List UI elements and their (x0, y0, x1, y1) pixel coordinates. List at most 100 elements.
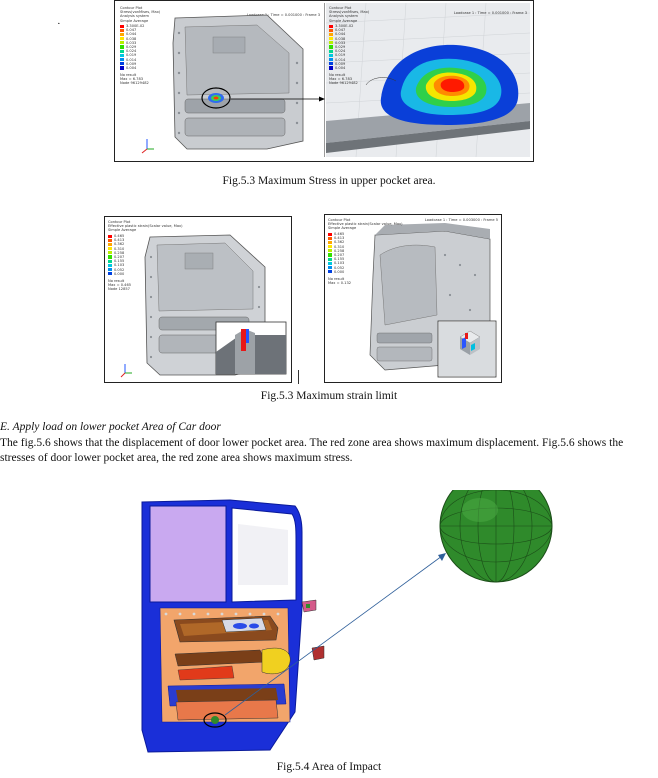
legend-swatch (328, 253, 332, 257)
section-paragraph: The fig.5.6 shows that the displacement … (0, 437, 624, 464)
legend-entry: 0.029 (329, 45, 353, 49)
legend-value: 0.258 (334, 248, 345, 253)
callout-arrow (231, 96, 325, 102)
legend-swatch (329, 49, 333, 53)
strain-zoom-render (325, 215, 501, 382)
legend-entry: 0.014 (329, 58, 353, 62)
legend-value: 0.465 (114, 234, 125, 238)
legend-entry: 0.004 (329, 66, 353, 70)
legend-value: 0.019 (335, 53, 346, 58)
figure-caption: Fig.5.4 Area of Impact (276, 761, 382, 773)
legend-entry: 0.258 (328, 249, 344, 253)
legend-entry: 0.310 (328, 245, 344, 249)
legend-swatch (328, 245, 332, 249)
legend-swatch (328, 240, 332, 245)
legend-value: 0.044 (126, 32, 137, 37)
legend-swatch (108, 263, 112, 267)
legend-value: 3.300E-02 (126, 24, 145, 28)
legend-entry: 3.300E-02 (120, 24, 144, 28)
legend-value: 0.004 (335, 65, 346, 70)
legend-entry: 0.052 (328, 266, 344, 270)
stress-panel-left: Contour Plot Stress(vonMises, Max) Analy… (117, 3, 325, 157)
panel-header: Contour Plot Stress(vonMises, Max) Analy… (329, 6, 370, 23)
section-heading: E. Apply load on lower pocket Area of Ca… (0, 421, 221, 433)
legend-value: 0.155 (334, 257, 345, 262)
legend-value: 0.047 (126, 28, 137, 33)
legend-entry: 0.038 (120, 37, 144, 41)
legend-swatch (329, 62, 333, 66)
legend-swatch (329, 28, 333, 32)
figure-caption: Fig.5.3 Maximum Stress in upper pocket a… (222, 175, 436, 187)
legend-swatch (108, 259, 112, 263)
legend-swatch (120, 49, 124, 53)
stress-panel-right-zoom: Contour Plot Stress(vonMises, Max) Analy… (326, 3, 530, 157)
legend-value: 0.103 (334, 261, 345, 266)
panel-loadcase: Loadcase 1 : Time = 0.003000 : Frame 5 (424, 218, 498, 222)
door-inner-panel-render (141, 14, 304, 154)
legend-entry: 0.047 (120, 28, 144, 32)
legend-swatch (328, 236, 332, 240)
legend-entry: 0.207 (328, 253, 344, 257)
legend-swatch (329, 45, 333, 49)
legend-summary: No result Max = 6.783 Node 96129482 (329, 73, 358, 86)
legend-entry: 0.362 (328, 240, 344, 244)
legend-value: 0.362 (334, 240, 345, 245)
legend-value: 0.310 (334, 244, 345, 249)
legend-swatch (120, 66, 124, 70)
stray-mark: · (57, 18, 61, 30)
legend-entry: 0.029 (120, 45, 144, 49)
legend-entry: 0.024 (120, 49, 144, 53)
legend-swatch (120, 58, 124, 62)
legend-swatch (328, 249, 332, 253)
legend-value: 0.000 (114, 271, 125, 276)
legend-swatch (120, 62, 124, 66)
legend-swatch (329, 37, 333, 41)
legend-value: 0.207 (114, 254, 125, 259)
legend-swatch (328, 257, 332, 261)
legend-swatch (108, 251, 112, 255)
legend-value: 0.413 (114, 238, 125, 243)
legend-value: 0.000 (334, 269, 345, 274)
figure-5-4-impact (141, 490, 553, 753)
legend-summary: No result Max = 6.783 Node 96129482 (120, 73, 149, 86)
legend-value: 0.038 (126, 36, 137, 41)
panel-header: Contour Plot Effective plastic strain(Sc… (328, 218, 403, 231)
legend-swatch (329, 58, 333, 62)
legend-swatch (328, 232, 332, 236)
legend-value: 0.038 (335, 36, 346, 41)
figure-caption: Fig.5.3 Maximum strain limit (260, 390, 398, 402)
legend-entry: 0.038 (329, 37, 353, 41)
panel-header: Contour Plot Effective plastic strain(Sc… (108, 220, 183, 233)
legend-entry: 0.014 (120, 58, 144, 62)
legend-value: 0.052 (114, 267, 125, 272)
figure-5-3-strain-right: Contour Plot Effective plastic strain(Sc… (324, 214, 502, 383)
legend-entry: 0.258 (108, 251, 124, 255)
legend-entry: 0.000 (108, 272, 124, 276)
legend-swatch (108, 268, 112, 272)
door-strain-render (120, 234, 287, 378)
legend-value: 0.052 (334, 265, 345, 270)
legend-swatch (120, 37, 124, 41)
panel-loadcase: Loadcase 1 : Time = 0.001000 : Frame 3 (453, 11, 527, 15)
legend-swatch (108, 238, 112, 242)
legend-summary: No result Max = 0.465 Node 12857 (108, 279, 132, 292)
legend-entry: 0.155 (328, 257, 344, 261)
legend-entry: 0.465 (328, 232, 344, 236)
legend-swatch (120, 53, 124, 57)
legend-entry: 0.052 (108, 268, 124, 272)
legend-value: 0.103 (114, 263, 125, 268)
legend-entry: 0.033 (120, 41, 144, 45)
legend-entry: 0.044 (329, 32, 353, 36)
legend-value: 0.024 (126, 49, 137, 54)
legend-entry: 0.310 (108, 247, 124, 251)
legend-swatch (108, 234, 112, 238)
legend-entry: 0.000 (328, 270, 344, 274)
legend-entry: 0.103 (108, 263, 124, 267)
legend-entry: 0.009 (329, 62, 353, 66)
legend-entry: 0.413 (108, 238, 124, 242)
legend-summary: No result Max = 0.132 (328, 277, 352, 286)
legend-swatch (329, 24, 333, 28)
legend-swatch (329, 41, 333, 45)
legend-entry: 0.465 (108, 234, 124, 238)
